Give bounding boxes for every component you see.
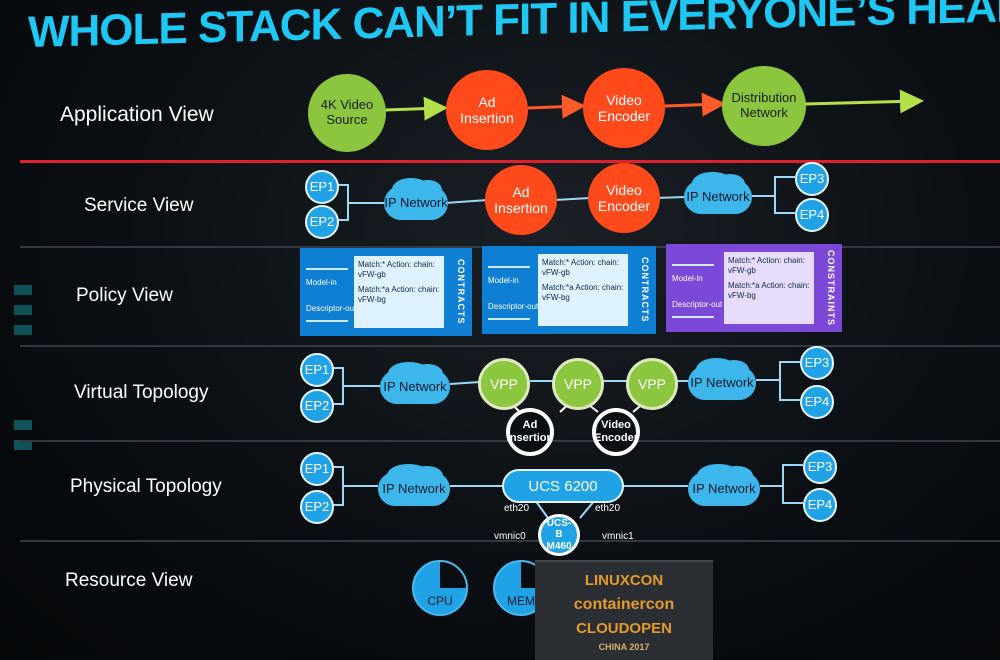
cloud-label: IP Network — [690, 374, 754, 390]
vpp-node-3: VPP — [626, 358, 678, 410]
cloud-label: IP Network — [383, 378, 447, 394]
decor-bar — [14, 285, 32, 295]
constraints-label: CONSTRAINTS — [826, 250, 836, 326]
policy-rule: Match:*a Action: chain: vFW-bg — [542, 283, 624, 302]
descriptor-out-label: Descriptor-out — [488, 302, 539, 311]
service-ip-network-right: IP Network — [684, 171, 752, 214]
ucs-6200-switch: UCS 6200 — [502, 469, 624, 503]
mem-label: MEM — [507, 594, 535, 608]
row-label-resource: Resource View — [65, 570, 193, 591]
model-in-arrow — [488, 266, 530, 268]
virtual-ip-network-left: IP Network — [380, 361, 450, 404]
cloud-label: IP Network — [686, 188, 750, 204]
eth20-right-label: eth20 — [595, 503, 621, 514]
physical-ep4: EP4 — [803, 488, 837, 522]
contracts-label: CONTRACTS — [456, 259, 466, 325]
row-label-virtual: Virtual Topology — [74, 382, 209, 403]
linuxcon-logo-text: LINUXCON — [584, 572, 664, 589]
physical-ep1: EP1 — [300, 452, 334, 486]
model-in-label: Model-in — [672, 274, 703, 283]
policy-rule: Match:*a Action: chain: vFW-bg — [358, 285, 440, 304]
decor-bar — [14, 305, 32, 315]
descriptor-out-arrow — [488, 318, 530, 320]
virtual-ip-network-right: IP Network — [688, 357, 756, 400]
separator — [20, 345, 1000, 347]
row-label-policy: Policy View — [76, 285, 173, 306]
service-ep2: EP2 — [305, 205, 339, 239]
row-label-service: Service View — [84, 195, 194, 216]
service-ep1: EP1 — [305, 170, 339, 204]
model-in-arrow — [306, 268, 348, 270]
descriptor-out-arrow — [306, 320, 348, 322]
physical-ip-network-right: IP Network — [688, 463, 760, 506]
service-video-encoder: Video Encoder — [588, 163, 660, 233]
decor-bar — [14, 325, 32, 335]
decor-bar — [14, 440, 32, 450]
model-in-arrow — [672, 264, 714, 266]
separator — [20, 540, 1000, 542]
policy-rule: Match:* Action: chain: vFW-gb — [542, 258, 619, 277]
policy-contract-box-1: Model-in Descriptor-out Match:* Action: … — [300, 248, 472, 336]
cloud-label: IP Network — [692, 480, 756, 496]
virtual-ep2: EP2 — [300, 389, 334, 423]
distribution-network-node: Distribution Network — [722, 66, 806, 146]
physical-ip-network-left: IP Network — [378, 463, 450, 506]
containercon-logo-text: containercon — [573, 596, 675, 613]
ucs-b-m460-blade: UCS-B M460 — [538, 514, 580, 556]
ad-insertion-node: Ad Insertion — [446, 70, 528, 150]
policy-rules: Match:* Action: chain: vFW-gb Match:*a A… — [354, 256, 444, 328]
model-in-label: Model-in — [488, 276, 519, 285]
descriptor-out-label: Descriptor-out — [306, 304, 357, 313]
policy-rules: Match:* Action: chain: vFW-gb Match:*a A… — [724, 252, 814, 324]
china-2017-text: CHINA 2017 — [598, 642, 650, 652]
virtual-ep1: EP1 — [300, 353, 334, 387]
decor-bar — [14, 420, 32, 430]
service-ip-network-left: IP Network — [384, 177, 448, 220]
contracts-label: CONTRACTS — [640, 257, 650, 323]
virtual-video-encoder: Video Encoder — [592, 408, 640, 456]
video-encoder-node: Video Encoder — [583, 68, 665, 148]
model-in-label: Model-in — [306, 278, 337, 287]
policy-rules: Match:* Action: chain: vFW-gb Match:*a A… — [538, 254, 628, 326]
cloud-label: IP Network — [384, 194, 448, 210]
vpp-node-2: VPP — [552, 358, 604, 410]
eth20-left-label: eth20 — [504, 503, 530, 514]
virtual-ad-insertion: Ad Insertion — [506, 408, 554, 456]
virtual-ep3: EP3 — [800, 346, 834, 380]
separator-red — [20, 160, 1000, 163]
policy-contract-box-2: Model-in Descriptor-out Match:* Action: … — [482, 246, 656, 334]
vmnic0-label: vmnic0 — [494, 531, 526, 542]
policy-rule: Match:* Action: chain: vFW-gb — [728, 256, 805, 275]
podium: LINUXCON containercon CLOUDOPEN CHINA 20… — [535, 560, 713, 660]
service-ep3: EP3 — [795, 162, 829, 196]
physical-ep3: EP3 — [803, 450, 837, 484]
descriptor-out-arrow — [672, 316, 714, 318]
service-ep4: EP4 — [795, 198, 829, 232]
cloud-label: IP Network — [382, 480, 446, 496]
physical-ep2: EP2 — [300, 490, 334, 524]
row-label-application: Application View — [60, 103, 214, 126]
cpu-pie: CPU — [412, 560, 468, 616]
vmnic1-label: vmnic1 — [602, 531, 634, 542]
service-ad-insertion: Ad Insertion — [485, 165, 557, 235]
row-label-physical: Physical Topology — [70, 476, 222, 497]
virtual-ep4: EP4 — [800, 385, 834, 419]
vpp-node-1: VPP — [478, 358, 530, 410]
video-source-node: 4K Video Source — [308, 74, 386, 152]
cloudopen-logo-text: CLOUDOPEN — [576, 620, 672, 637]
policy-rule: Match:* Action: chain: vFW-gb — [358, 260, 435, 279]
cpu-label: CPU — [427, 594, 453, 608]
policy-rule: Match:*a Action: chain: vFW-bg — [728, 281, 810, 300]
descriptor-out-label: Descriptor-out — [672, 300, 723, 309]
policy-constraints-box: Model-in Descriptor-out Match:* Action: … — [666, 244, 842, 332]
